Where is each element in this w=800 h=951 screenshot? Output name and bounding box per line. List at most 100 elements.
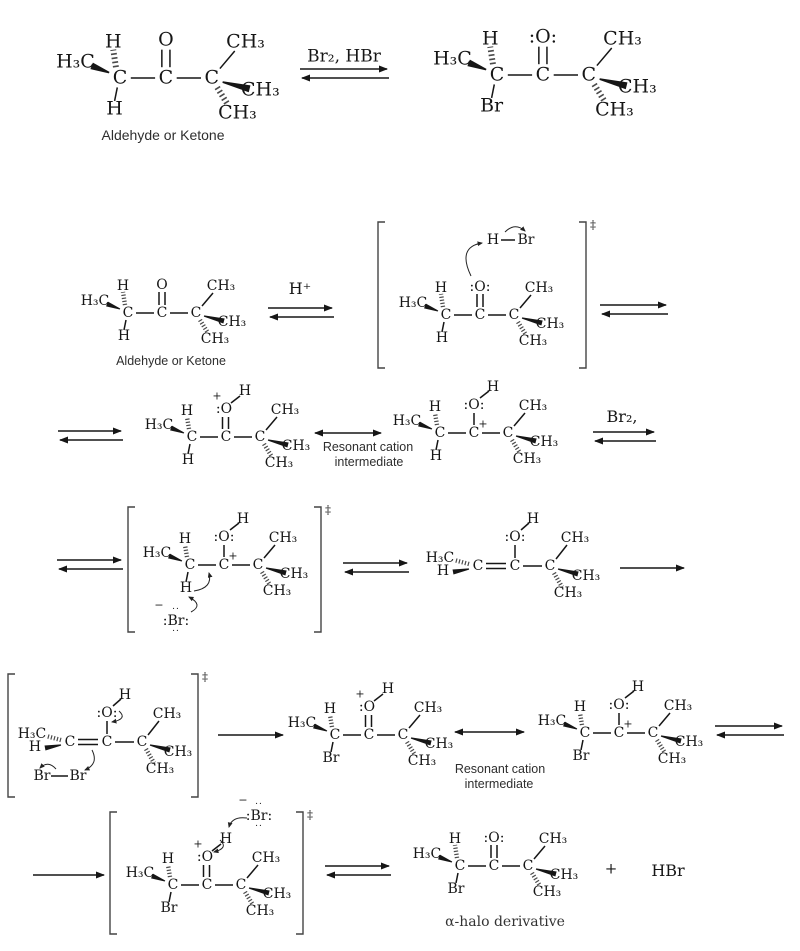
alpha-bromo-ketone-top-me1: CH₃ <box>603 27 642 50</box>
ts-deprotonation-curved-arrow <box>227 817 248 828</box>
ketone-reactant-1-bond <box>219 50 236 70</box>
ts-bromination-cq: C <box>136 734 148 750</box>
alpha-halo-derivative-o: :O: <box>483 830 505 846</box>
protonated-bromo-ketone-bond <box>373 693 384 702</box>
double-dagger-symbol: ‡ <box>590 218 596 232</box>
ts-enolization-o: :O: <box>213 529 235 545</box>
alpha-bromo-ketone-top-ca: C <box>489 63 505 86</box>
oxocarbenium-1-bond <box>230 395 241 404</box>
ketone-reactant-1-me3: CH₃ <box>218 101 257 124</box>
enol-me1: CH₃ <box>560 530 590 546</box>
bromo-carbocation-oh: H <box>631 679 645 695</box>
ts-deprotonation-oh: H <box>219 831 233 847</box>
enol-me2: CH₃ <box>571 568 601 584</box>
bromo-carbocation-cp: + <box>623 717 633 731</box>
ts-deprotonation-me2: CH₃ <box>262 886 292 902</box>
ts-bromination-hl: H <box>28 739 42 755</box>
ketone-reactant-2-me1: CH₃ <box>206 278 236 294</box>
protonated-bromo-ketone-ca: C <box>329 727 341 743</box>
ts-deprotonation-op: + <box>193 837 203 851</box>
ts-bromination-me3: CH₃ <box>145 761 175 777</box>
ts-enolization-me3: CH₃ <box>262 583 292 599</box>
ketone-reactant-1-cc: C <box>158 66 174 89</box>
ts-bromination-ca: C <box>64 734 76 750</box>
enol-bond <box>520 522 530 531</box>
bracket-left <box>377 221 385 369</box>
protonated-bromo-ketone-oh: H <box>381 681 395 697</box>
carbocation-1-me1: CH₃ <box>518 398 548 414</box>
ketone-reactant-2-bond <box>201 292 214 307</box>
ketone-reactant-2-wedge-bond <box>203 315 225 324</box>
ketone-reactant-1-me2: CH₃ <box>241 78 280 101</box>
carbocation-1-cq: C <box>502 425 514 441</box>
caption-aldehyde-or-ketone-1: Aldehyde or Ketone <box>101 127 225 143</box>
ts-protonation-wedge-bond <box>521 317 543 326</box>
carbocation-1-bond <box>479 390 490 399</box>
ts-protonation-me3: CH₃ <box>518 333 548 349</box>
ts-enolization-extra: ·· <box>172 626 180 637</box>
bromo-carbocation-ca: C <box>579 725 591 741</box>
ts-protonation-h3c: H₃C <box>398 295 428 311</box>
ts-bromination-hash-bond <box>144 747 156 765</box>
protonated-bromo-ketone-bond <box>330 741 334 753</box>
ts-deprotonation-me3: CH₃ <box>245 903 275 919</box>
oxocarbenium-1-bond <box>265 416 278 431</box>
ketone-reactant-2-cc: C <box>156 305 168 321</box>
alpha-bromo-ketone-top-hash-bond <box>487 46 496 65</box>
ts-bromination-me1: CH₃ <box>152 706 182 722</box>
caption-aldehyde-or-ketone-2: Aldehyde or Ketone <box>116 353 226 368</box>
carbocation-1-oh: H <box>486 379 500 395</box>
protonated-bromo-ketone-hash-bond <box>327 714 335 728</box>
alpha-bromo-ketone-top-htop: H <box>481 27 499 50</box>
ts-protonation-wedge-bond <box>424 303 439 312</box>
alpha-bromo-ketone-top-cc: C <box>535 63 551 86</box>
bracket-left <box>109 811 117 935</box>
ts-bromination-wedge-bond <box>44 744 62 751</box>
ketone-reactant-2-hash-bond <box>120 291 128 306</box>
oxocarbenium-1-op: + <box>212 389 222 403</box>
bromo-carbocation-wedge-bond <box>563 721 578 730</box>
ts-bromination-me2: CH₃ <box>163 744 193 760</box>
arrow-label-br2-hbr: Br₂, HBr <box>307 46 381 67</box>
alpha-halo-derivative-hash-bond <box>530 871 542 888</box>
oxocarbenium-1-cq: C <box>254 429 266 445</box>
ts-protonation-hbot: H <box>435 330 449 346</box>
ketone-reactant-1-hbot: H <box>106 97 123 120</box>
oxocarbenium-1-me1: CH₃ <box>270 402 300 418</box>
alpha-halo-derivative-me1: CH₃ <box>538 831 568 847</box>
ts-enolization-bond <box>185 571 189 583</box>
ketone-reactant-1-h3c: H₃C <box>56 50 95 73</box>
bromo-carbocation-htop: H <box>573 699 587 715</box>
ketone-reactant-2-htop: H <box>116 278 130 294</box>
ketone-reactant-2-me3: CH₃ <box>200 331 230 347</box>
bromo-carbocation-bond <box>580 739 584 751</box>
ts-bromination-o: :O: <box>96 705 118 721</box>
protonated-bromo-ketone-o: :O <box>358 699 376 715</box>
ts-deprotonation-hash-bond <box>243 890 255 907</box>
ts-bromination-h3c: H₃C <box>17 726 47 742</box>
carbocation-1-me2: CH₃ <box>529 434 559 450</box>
ts-deprotonation-wedge-bond <box>248 887 270 896</box>
protonated-bromo-ketone-htop: H <box>323 701 337 717</box>
alpha-bromo-ketone-top-bond <box>490 84 496 99</box>
alpha-halo-derivative-htop: H <box>448 831 462 847</box>
ts-enolization-curved-arrow <box>193 572 213 592</box>
ts-deprotonation-cq: C <box>235 877 247 893</box>
ts-enolization-cc: C <box>218 557 230 573</box>
ts-deprotonation-wedge-bond <box>151 873 166 882</box>
ts-deprotonation-cc: C <box>201 877 213 893</box>
carbocation-1-me3: CH₃ <box>512 451 542 467</box>
ts-bromination-oh: H <box>118 687 132 703</box>
enol-me3: CH₃ <box>553 585 583 601</box>
caption-alpha-halo-derivative: α-halo derivative <box>445 914 565 930</box>
alpha-halo-derivative-wedge-bond <box>438 854 453 863</box>
ts-protonation-o: :O: <box>469 279 491 295</box>
bracket-right <box>191 673 199 798</box>
bromo-carbocation-cq: C <box>647 725 659 741</box>
alpha-halo-derivative-me2: CH₃ <box>549 867 579 883</box>
ts-protonation-ca: C <box>440 307 452 323</box>
protonated-bromo-ketone-hbot: Br <box>322 750 340 766</box>
ts-enolization-wedge-bond <box>168 553 183 562</box>
double-dagger-symbol: ‡ <box>325 503 331 517</box>
alpha-halo-derivative-h3c: H₃C <box>412 846 442 862</box>
